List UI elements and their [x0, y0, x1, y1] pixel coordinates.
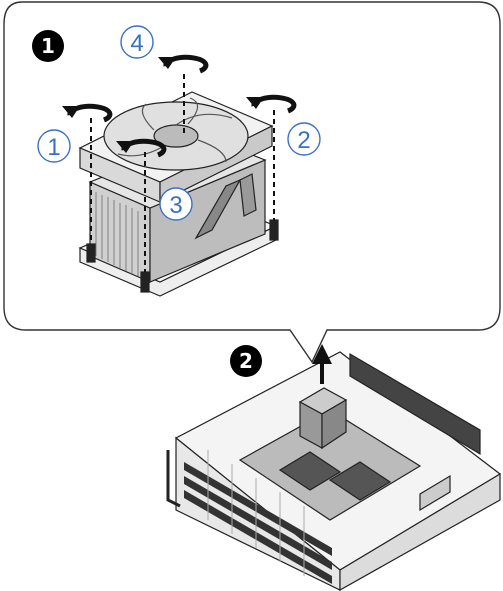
step-1-badge: 1: [32, 30, 64, 62]
lifted-cooler: [298, 387, 348, 450]
step-2-label: 2: [239, 349, 253, 373]
server-chassis: [166, 351, 502, 591]
fan-wall: [349, 352, 481, 456]
counterclockwise-rotate-icon: [246, 94, 297, 114]
sequence-1-label: 1: [47, 134, 60, 161]
step-2-badge: 2: [230, 345, 262, 377]
chassis-side: [339, 472, 501, 591]
rotate-arrows: [62, 54, 297, 158]
cpu-cooler: [78, 91, 279, 297]
counterclockwise-rotate-icon: [158, 54, 209, 74]
counterclockwise-rotate-icon: [62, 103, 113, 123]
sequence-1: 1: [37, 129, 71, 163]
screw-guide-lines: [90, 74, 275, 272]
sequence-3-label: 3: [169, 192, 182, 219]
sequence-3: 3: [159, 187, 193, 221]
side-handle: [419, 474, 451, 512]
sequence-4-label: 4: [130, 30, 143, 57]
step-1-label: 1: [41, 34, 55, 58]
drive-bay-dividers: [207, 450, 305, 576]
sequence-numbers: 1 2 3 4: [37, 25, 321, 221]
chassis-handle: [166, 450, 181, 508]
counterclockwise-rotate-icon: [116, 138, 167, 158]
sequence-2-label: 2: [297, 127, 310, 154]
sequence-4: 4: [120, 25, 154, 59]
sequence-2: 2: [287, 122, 321, 156]
motherboard: [238, 409, 422, 521]
drive-bays: [184, 462, 332, 584]
fan: [78, 91, 274, 203]
